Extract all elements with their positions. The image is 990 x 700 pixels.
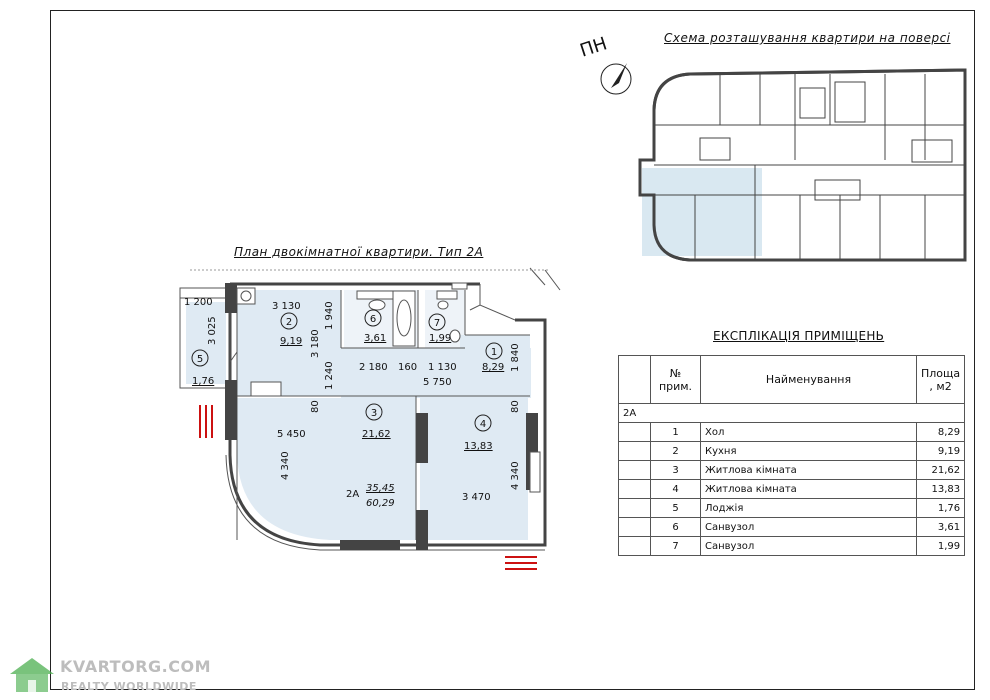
- watermark-line1: KVARTORG.COM: [60, 657, 211, 676]
- room-7-area: 1,99: [429, 333, 451, 344]
- header-name: Найменування: [700, 355, 917, 404]
- room-1-area: 8,29: [482, 362, 504, 373]
- row-area: 21,62: [915, 460, 966, 480]
- row-area: 8,29: [915, 422, 966, 442]
- room-3-number: 3: [371, 408, 377, 419]
- row-name: Санвузол: [700, 517, 917, 537]
- apartment-living-area: 35,45: [366, 483, 395, 494]
- row-num: 3: [650, 460, 701, 480]
- room-1-number: 1: [491, 347, 497, 358]
- row-num: 6: [650, 517, 701, 537]
- apartment-total-area: 60,29: [366, 498, 395, 509]
- room-2-number: 2: [286, 317, 292, 328]
- row-name: Лоджія: [700, 498, 917, 518]
- row-name: Хол: [700, 422, 917, 442]
- dim-2180: 2 180: [359, 362, 388, 373]
- row-area: 13,83: [915, 479, 966, 499]
- dim-3130: 3 130: [272, 301, 301, 312]
- room-4-area: 13,83: [464, 441, 493, 452]
- room-5-area: 1,76: [192, 376, 214, 387]
- row-name: Санвузол: [700, 536, 917, 556]
- dim-1840: 1 840: [510, 343, 521, 372]
- dim-4340-right: 4 340: [510, 461, 521, 490]
- dim-5450: 5 450: [277, 429, 306, 440]
- table-group-row: 2А: [617, 403, 966, 423]
- header-num: № прим.: [650, 355, 701, 404]
- dim-3025: 3 025: [207, 316, 218, 345]
- drawing-frame: [50, 10, 975, 690]
- house-logo-icon: [10, 658, 54, 692]
- dim-160: 160: [398, 362, 417, 373]
- row-num: 1: [650, 422, 701, 442]
- row-area: 1,99: [915, 536, 966, 556]
- row-name: Житлова кімната: [700, 479, 917, 499]
- scheme-title: Схема розташування квартири на поверсі: [664, 31, 951, 45]
- dim-4340-left: 4 340: [280, 451, 291, 480]
- header-area: Площа , м2: [915, 355, 966, 404]
- watermark-line2: REALTY WORLDWIDE: [61, 680, 197, 693]
- row-area: 9,19: [915, 441, 966, 461]
- compass-icon: [600, 63, 632, 95]
- row-num: 7: [650, 536, 701, 556]
- explication-title: ЕКСПЛІКАЦІЯ ПРИМІЩЕНЬ: [713, 329, 885, 343]
- apartment-plan: 2 5 6 7 1 3 4 9,19 1,76 3,61 1,99 8,29 2…: [179, 267, 561, 570]
- row-name: Житлова кімната: [700, 460, 917, 480]
- row-num: 4: [650, 479, 701, 499]
- apartment-label: 2А: [346, 489, 359, 500]
- room-4-number: 4: [480, 419, 486, 430]
- room-6-number: 6: [370, 314, 376, 325]
- room-5-number: 5: [197, 354, 203, 365]
- dim-1940: 1 940: [324, 301, 335, 330]
- dim-1200: 1 200: [184, 297, 213, 308]
- table-header-row: № прим. Найменування Площа , м2: [618, 355, 966, 404]
- dim-80-left: 80: [310, 400, 321, 413]
- dim-80-right: 80: [510, 400, 521, 413]
- room-6-area: 3,61: [364, 333, 386, 344]
- dim-3180: 3 180: [310, 329, 321, 358]
- row-name: Кухня: [700, 441, 917, 461]
- dim-1130: 1 130: [428, 362, 457, 373]
- room-2-area: 9,19: [280, 336, 302, 347]
- room-7-number: 7: [434, 318, 440, 329]
- group-label: 2А: [617, 403, 966, 423]
- row-num: 5: [650, 498, 701, 518]
- row-num: 2: [650, 441, 701, 461]
- dim-5750: 5 750: [423, 377, 452, 388]
- header-blank: [618, 355, 651, 404]
- row-area: 1,76: [915, 498, 966, 518]
- room-3-area: 21,62: [362, 429, 391, 440]
- dim-3470: 3 470: [462, 492, 491, 503]
- plan-title: План двокімнатної квартири. Тип 2А: [234, 245, 484, 259]
- floor-scheme: [638, 68, 967, 262]
- dim-1240: 1 240: [324, 361, 335, 390]
- row-area: 3,61: [915, 517, 966, 537]
